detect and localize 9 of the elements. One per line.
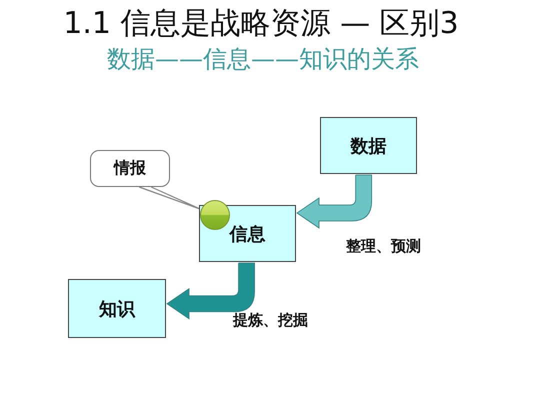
- edge-label: 整理、预测: [346, 236, 422, 255]
- title: 1.1 信息是战略资源 — 区别3: [63, 6, 459, 42]
- process-box: 知识: [68, 279, 166, 338]
- curved-arrow: [166, 262, 255, 320]
- edge-label: 提炼、挖掘: [233, 310, 308, 329]
- subtitle: 数据——信息——知识的关系: [107, 45, 419, 74]
- curved-arrow: [296, 174, 372, 228]
- callout-box: 情报: [90, 150, 170, 187]
- process-box: 数据: [320, 117, 417, 174]
